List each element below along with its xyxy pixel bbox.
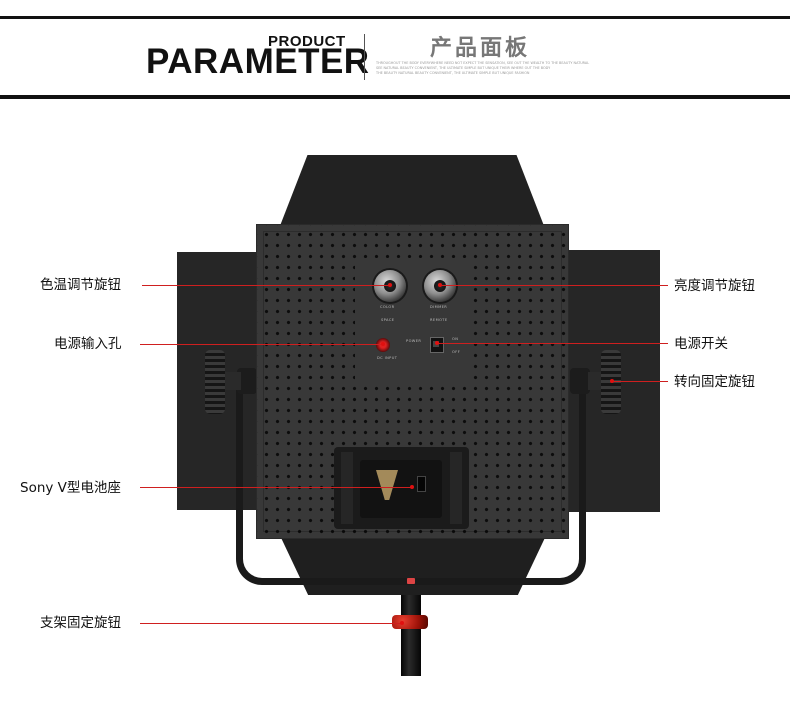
leader-dot (610, 379, 614, 383)
leader-dot (400, 621, 404, 625)
callout-power-input: 电源输入孔 (54, 336, 122, 352)
battery-plate-rail-left (341, 452, 353, 524)
leader-power-input (140, 344, 383, 345)
battery-plate-recess (360, 460, 442, 518)
header-product-word: PRODUCT (268, 33, 346, 50)
leader-battery-mount (140, 487, 412, 488)
leader-brightness-knob (440, 285, 668, 286)
leader-color-temp-knob (142, 285, 390, 286)
rotation-knob-left (205, 350, 225, 414)
leader-rotation-knob (612, 381, 668, 382)
rotation-knob-stem-left (223, 372, 241, 390)
leader-dot (410, 485, 414, 489)
power-switch (430, 337, 444, 353)
dimmer-label: DIMMER (430, 305, 448, 309)
callout-battery-mount: Sony V型电池座 (20, 480, 121, 496)
leader-stand-knob (140, 623, 402, 624)
callout-stand-knob: 支架固定旋钮 (40, 615, 121, 631)
leader-power-switch (437, 343, 668, 344)
leader-dot (388, 283, 392, 287)
header-subtitle-line: THROUGHOUT THE BODY EVERYWHERE NEED NOT … (376, 61, 590, 65)
rotation-knob-stem-right (588, 372, 604, 390)
header-parameter-word: PARAMETER (146, 42, 370, 81)
header-bottom-rule (0, 95, 790, 99)
power-label: POWER (406, 339, 422, 343)
battery-contact-slot (417, 476, 426, 492)
remote-label: REMOTE (430, 318, 448, 322)
header-separator (364, 34, 365, 80)
leader-dot (438, 283, 442, 287)
callout-power-switch: 电源开关 (674, 336, 728, 352)
callout-color-temp-knob: 色温调节旋钮 (40, 277, 121, 293)
header-top-rule (0, 16, 790, 19)
callout-brightness-knob: 亮度调节旋钮 (674, 278, 755, 294)
on-label: ON (452, 337, 459, 341)
color-label: COLOR (380, 305, 395, 309)
yoke-mount-marker (407, 578, 415, 584)
off-label: OFF (452, 350, 461, 354)
header-subtitle-line: SEE NATURAL BEAUTY CONVENIENT, THE ULTIM… (376, 66, 551, 70)
leader-dot (435, 341, 439, 345)
yoke-pivot-right (570, 368, 590, 394)
dc-input-label: DC INPUT (377, 356, 398, 360)
callout-rotation-knob: 转向固定旋钮 (674, 374, 755, 390)
yoke-pivot-left (237, 368, 257, 394)
barndoor-top (278, 155, 546, 231)
light-stand-pole (401, 588, 421, 676)
space-label: SPACE (381, 318, 395, 322)
header-chinese-title: 产品面板 (430, 36, 531, 61)
leader-dot (381, 342, 385, 346)
header-subtitle-line: THE BEAUTY NATURAL BEAUTY CONVENIENT, TH… (376, 71, 530, 75)
battery-plate-rail-right (450, 452, 462, 524)
stand-locking-knob (392, 615, 428, 629)
